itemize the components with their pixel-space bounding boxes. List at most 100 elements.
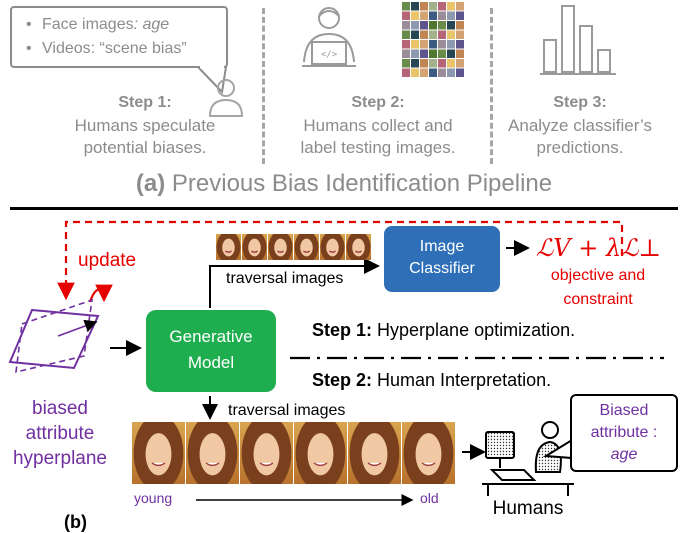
traversal-word: traversal xyxy=(226,270,288,287)
step-line: Humans speculate xyxy=(74,116,216,135)
mosaic-tile xyxy=(438,49,446,58)
laptop-user-icon: </> xyxy=(302,7,356,67)
step-title: Step 3: xyxy=(553,94,607,111)
mosaic-tile xyxy=(438,21,446,30)
svg-text:</>: </> xyxy=(321,50,338,60)
step2-human-interpretation: Step 2: Human Interpretation. xyxy=(312,370,551,391)
generative-line: Generative xyxy=(169,327,253,346)
mosaic-tile xyxy=(438,68,446,77)
classifier-line: Classifier xyxy=(409,260,475,277)
old-label: old xyxy=(420,490,439,506)
mosaic-tile xyxy=(411,30,419,39)
mosaic-tile xyxy=(456,21,464,30)
mosaic-tile xyxy=(447,11,455,20)
divider-dashed xyxy=(490,8,493,164)
mosaic-tile xyxy=(447,21,455,30)
bubble-item-emph: : age xyxy=(133,16,170,33)
generative-model-box: Generative Model xyxy=(146,310,276,392)
section-label: (a) xyxy=(135,170,166,197)
generative-line: Model xyxy=(187,353,235,372)
image-classifier-box: Image Classifier xyxy=(384,226,500,292)
mosaic-tile xyxy=(402,21,410,30)
mosaic-tile xyxy=(429,40,437,49)
mosaic-tile xyxy=(402,11,410,20)
traversal-face-image xyxy=(186,422,239,484)
mosaic-tile xyxy=(456,40,464,49)
mosaic-tile xyxy=(411,49,419,58)
mosaic-tile xyxy=(402,2,410,11)
traversal-face-image xyxy=(294,234,319,260)
mosaic-tile xyxy=(420,68,428,77)
mosaic-tile xyxy=(429,49,437,58)
mosaic-tile xyxy=(456,59,464,68)
traversal-face-image xyxy=(216,234,241,260)
step-title: Step 1: xyxy=(118,94,172,111)
step-line: predictions. xyxy=(536,138,624,157)
bubble-item-videos: •Videos: “scene bias” xyxy=(26,40,187,57)
mosaic-tile xyxy=(447,40,455,49)
mosaic-tile xyxy=(411,2,419,11)
step-bold: Step 1: xyxy=(312,320,373,340)
traversal-face-image xyxy=(402,422,455,484)
step-line: label testing images. xyxy=(300,138,456,157)
mosaic-tile xyxy=(456,11,464,20)
hyperplane-line: attribute xyxy=(25,423,95,444)
mosaic-tile xyxy=(456,30,464,39)
mosaic-tile xyxy=(420,59,428,68)
traversal-face-image xyxy=(346,234,371,260)
objective-label: objective and constraint xyxy=(528,264,668,312)
traversal-face-image xyxy=(294,422,347,484)
hyperplane-line: hyperplane xyxy=(12,448,108,469)
mosaic-tile xyxy=(411,40,419,49)
traversal-images-bottom-label: traversal images xyxy=(228,402,346,419)
bubble-item-face-images: •Face images: age xyxy=(26,16,170,33)
mosaic-tile xyxy=(429,30,437,39)
mosaic-tile xyxy=(402,49,410,58)
mosaic-tile xyxy=(420,30,428,39)
mosaic-tile xyxy=(456,68,464,77)
prev-step-1: Step 1: Humans speculate potential biase… xyxy=(60,94,230,159)
mosaic-tile xyxy=(429,11,437,20)
human-bubble-line: Biased xyxy=(599,402,649,419)
classifier-line: Image xyxy=(419,238,465,255)
mosaic-tile xyxy=(420,49,428,58)
traversal-images-top-label: traversal images xyxy=(226,270,343,288)
prev-step-2: Step 2: Humans collect and label testing… xyxy=(280,94,476,159)
traversal-strip-large xyxy=(132,422,456,484)
mosaic-tile xyxy=(447,59,455,68)
person-icon xyxy=(208,79,244,117)
mosaic-tile xyxy=(420,40,428,49)
mosaic-tile xyxy=(438,30,446,39)
mosaic-tile xyxy=(447,49,455,58)
mosaic-tile xyxy=(420,11,428,20)
traversal-strip-small xyxy=(216,234,372,260)
step-text: Hyperplane optimization. xyxy=(372,320,576,340)
divider-dashed xyxy=(262,8,265,164)
section-separator xyxy=(10,207,678,210)
prev-step-3: Step 3: Analyze classifier’s predictions… xyxy=(492,94,668,159)
traversal-face-image xyxy=(268,234,293,260)
step-text: Human Interpretation. xyxy=(372,370,552,390)
objective-line: constraint xyxy=(563,291,633,308)
traversal-face-image xyxy=(320,234,345,260)
bubble-item-text: Videos: “scene bias” xyxy=(42,40,187,57)
step1-hyperplane-optimization: Step 1: Hyperplane optimization. xyxy=(312,320,575,341)
section-label-b: (b) xyxy=(64,512,87,532)
mosaic-tile xyxy=(420,21,428,30)
hyperplane-line: biased xyxy=(32,398,88,419)
traversal-face-image xyxy=(242,234,267,260)
humans-label: Humans xyxy=(492,498,564,519)
section-title-text: Previous Bias Identification Pipeline xyxy=(165,170,553,197)
mosaic-tile xyxy=(402,59,410,68)
mosaic-tile xyxy=(429,2,437,11)
mosaic-tile xyxy=(438,59,446,68)
step-title: Step 2: xyxy=(351,94,405,111)
human-speech-bubble: Biased attribute : age xyxy=(570,394,678,472)
mosaic-tile xyxy=(411,21,419,30)
step-line: potential biases. xyxy=(83,138,207,157)
bubble-item-text: Face images xyxy=(42,16,134,33)
mosaic-tile xyxy=(456,49,464,58)
mosaic-tile xyxy=(402,40,410,49)
test-image-grid-icon xyxy=(402,2,464,77)
